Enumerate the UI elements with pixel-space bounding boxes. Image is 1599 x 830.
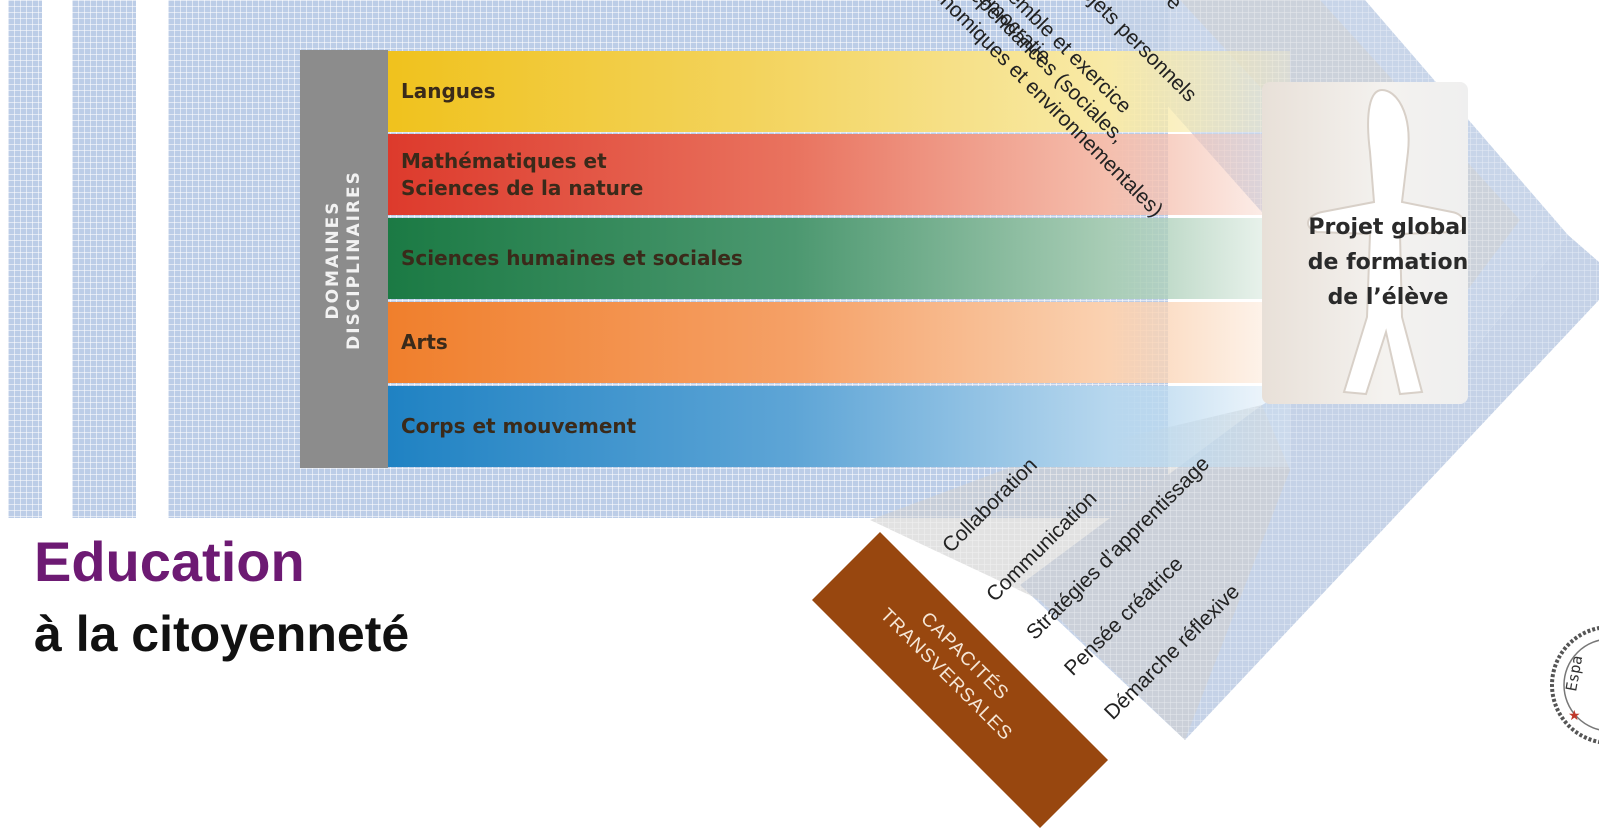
domain-band-arts: Arts	[388, 302, 1290, 383]
domain-band-label: Sciences de la nature	[401, 175, 644, 200]
domains-label-line2: DISCIPLINAIRES	[344, 170, 364, 350]
projet-text: Projet global de formation de l’élève	[1288, 210, 1488, 315]
domains-label-line1: DOMAINES	[323, 200, 343, 320]
projet-line: de formation	[1307, 250, 1469, 275]
projet-line: Projet global	[1308, 215, 1468, 240]
projet-box	[1262, 82, 1468, 404]
mesh-stripe	[72, 0, 136, 518]
student-pictogram-icon	[1307, 88, 1466, 396]
svg-text:Espa: Espa	[1562, 654, 1586, 693]
stamp-logo-icon: Espa ★	[1550, 626, 1599, 744]
capacites-shade	[870, 405, 1290, 740]
domain-band-sciences-humaines: Sciences humaines et sociales	[388, 218, 1290, 299]
domains-label-box	[300, 50, 388, 468]
capacites-box	[812, 532, 1108, 828]
domain-band-label: Sciences humaines et sociales	[401, 246, 743, 270]
mesh-stripe	[8, 0, 42, 518]
domain-band-corps: Corps et mouvement	[388, 386, 1290, 467]
title-education: Education	[34, 530, 305, 593]
projet-line: de l’élève	[1327, 285, 1449, 310]
svg-text:★: ★	[1568, 708, 1581, 724]
domain-band-label: Arts	[401, 330, 448, 354]
domain-band-label: Corps et mouvement	[401, 414, 637, 438]
title-citoyennete: à la citoyenneté	[34, 606, 410, 662]
domains-label: DOMAINES DISCIPLINAIRES	[323, 170, 365, 350]
domain-band-langues: Langues	[388, 51, 1290, 132]
domain-band-maths: Mathématiques et Sciences de la nature	[388, 134, 1290, 215]
domain-band-label: Langues	[401, 79, 496, 103]
domain-band-label: Mathématiques et	[401, 148, 607, 173]
